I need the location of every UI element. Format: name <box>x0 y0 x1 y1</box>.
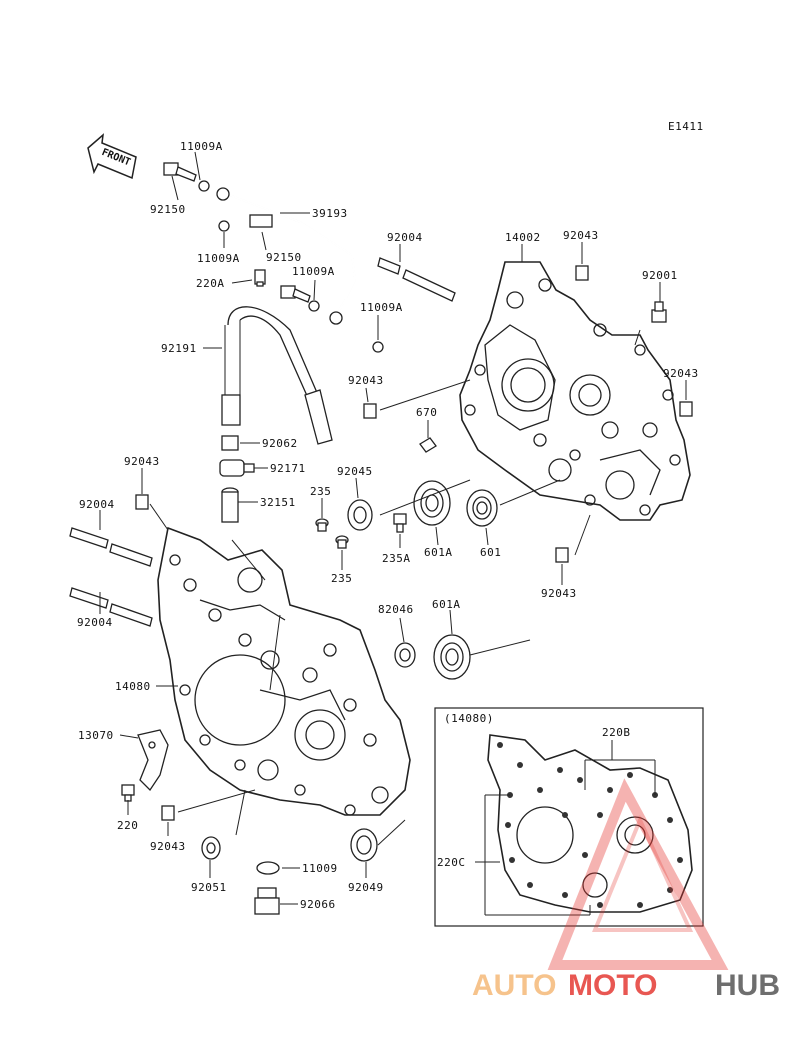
seal-92051 <box>201 836 221 860</box>
label-11009: 11009 <box>302 862 338 875</box>
diagram-code: E1411 <box>668 120 704 133</box>
dowel-92043-mid <box>363 403 377 419</box>
label-11009A-b: 11009A <box>197 252 240 265</box>
label-92004-c: 92004 <box>77 616 113 629</box>
crankcase-left-half <box>157 526 411 816</box>
screw-235-a <box>315 518 329 532</box>
label-92062: 92062 <box>262 437 298 450</box>
bracket-13070 <box>137 729 169 792</box>
dowel-92043-low <box>555 547 569 563</box>
dowel-92043-bottom <box>161 805 175 821</box>
cap-92062 <box>221 435 239 451</box>
label-92150-a: 92150 <box>150 203 186 216</box>
label-92171: 92171 <box>270 462 306 475</box>
label-601A-a: 601A <box>424 546 453 559</box>
crankcase-right-half <box>459 261 691 521</box>
bushing-82046 <box>394 642 416 668</box>
screw-235A <box>393 513 407 533</box>
label-235-b: 235 <box>331 572 352 585</box>
seal-92049 <box>350 828 378 862</box>
washer-11009A-c <box>308 300 320 312</box>
label-11009A-c: 11009A <box>292 265 335 278</box>
bolt-220A <box>254 269 266 287</box>
label-11009A-a: 11009A <box>180 140 223 153</box>
label-92043-a: 92043 <box>563 229 599 242</box>
inset-box: (14080) 220B 220C <box>434 707 704 927</box>
drain-plug-92066 <box>254 887 280 915</box>
label-14002: 14002 <box>505 231 541 244</box>
stud-92001 <box>651 301 667 323</box>
stud-92004-left-a <box>69 527 153 567</box>
label-92043-d: 92043 <box>124 455 160 468</box>
label-92049: 92049 <box>348 881 384 894</box>
label-92043-e: 92043 <box>541 587 577 600</box>
label-601: 601 <box>480 546 501 559</box>
label-220C: 220C <box>437 856 466 869</box>
bolt-92150-mid <box>280 285 311 303</box>
label-92004-b: 92004 <box>79 498 115 511</box>
clamp-92171 <box>219 459 255 477</box>
washer-11009A-a <box>198 180 210 192</box>
label-14080: 14080 <box>115 680 151 693</box>
bolt-92150-top <box>163 162 197 182</box>
label-92191: 92191 <box>161 342 197 355</box>
bearing-601 <box>466 489 498 527</box>
watermark-text-1: AUTO <box>472 969 556 1002</box>
inset-title: (14080) <box>444 712 494 725</box>
leader-lines <box>99 151 687 905</box>
stud-92004-left-b <box>69 587 153 627</box>
label-92066: 92066 <box>300 898 336 911</box>
front-arrow-icon: FRONT <box>87 133 137 180</box>
oil-seal-92045 <box>347 499 373 531</box>
bearing-601A-low <box>433 634 471 680</box>
label-92043-c: 92043 <box>348 374 384 387</box>
dowel-92043-left <box>135 494 149 510</box>
label-601A-b: 601A <box>432 598 461 611</box>
gasket-11009 <box>256 861 280 875</box>
label-92001: 92001 <box>642 269 678 282</box>
label-32151: 32151 <box>260 496 296 509</box>
dowel-92043-right <box>679 401 693 417</box>
bolt-220 <box>121 784 135 802</box>
label-92004-a: 92004 <box>387 231 423 244</box>
oring-670 <box>419 437 437 453</box>
pipe-32151 <box>221 487 239 523</box>
dowel-92043-top <box>575 265 589 281</box>
watermark-text-2: MOTO <box>568 969 657 1002</box>
label-11009A-d: 11009A <box>360 301 403 314</box>
label-220B: 220B <box>602 726 631 739</box>
label-92043-b: 92043 <box>663 367 699 380</box>
watermark-text-3: HUB <box>715 969 780 1002</box>
label-235A: 235A <box>382 552 411 565</box>
label-92045: 92045 <box>337 465 373 478</box>
label-39193: 39193 <box>312 207 348 220</box>
stud-92004-top <box>377 257 456 302</box>
label-92150-b: 92150 <box>266 251 302 264</box>
label-92051: 92051 <box>191 881 227 894</box>
label-220A: 220A <box>196 277 225 290</box>
watermark-logo: AUTO MOTO HUB <box>472 778 780 1002</box>
label-220: 220 <box>117 819 138 832</box>
washer-11009A-b <box>218 220 230 232</box>
bearing-601A-top <box>413 480 451 526</box>
oil-pipe-39193 <box>216 187 357 325</box>
label-13070: 13070 <box>78 729 114 742</box>
label-235-a: 235 <box>310 485 331 498</box>
label-670: 670 <box>416 406 437 419</box>
label-82046: 82046 <box>378 603 414 616</box>
washer-11009A-d <box>372 341 384 353</box>
label-92043-f: 92043 <box>150 840 186 853</box>
screw-235-b <box>335 535 349 549</box>
breather-hose-92191 <box>221 306 333 445</box>
